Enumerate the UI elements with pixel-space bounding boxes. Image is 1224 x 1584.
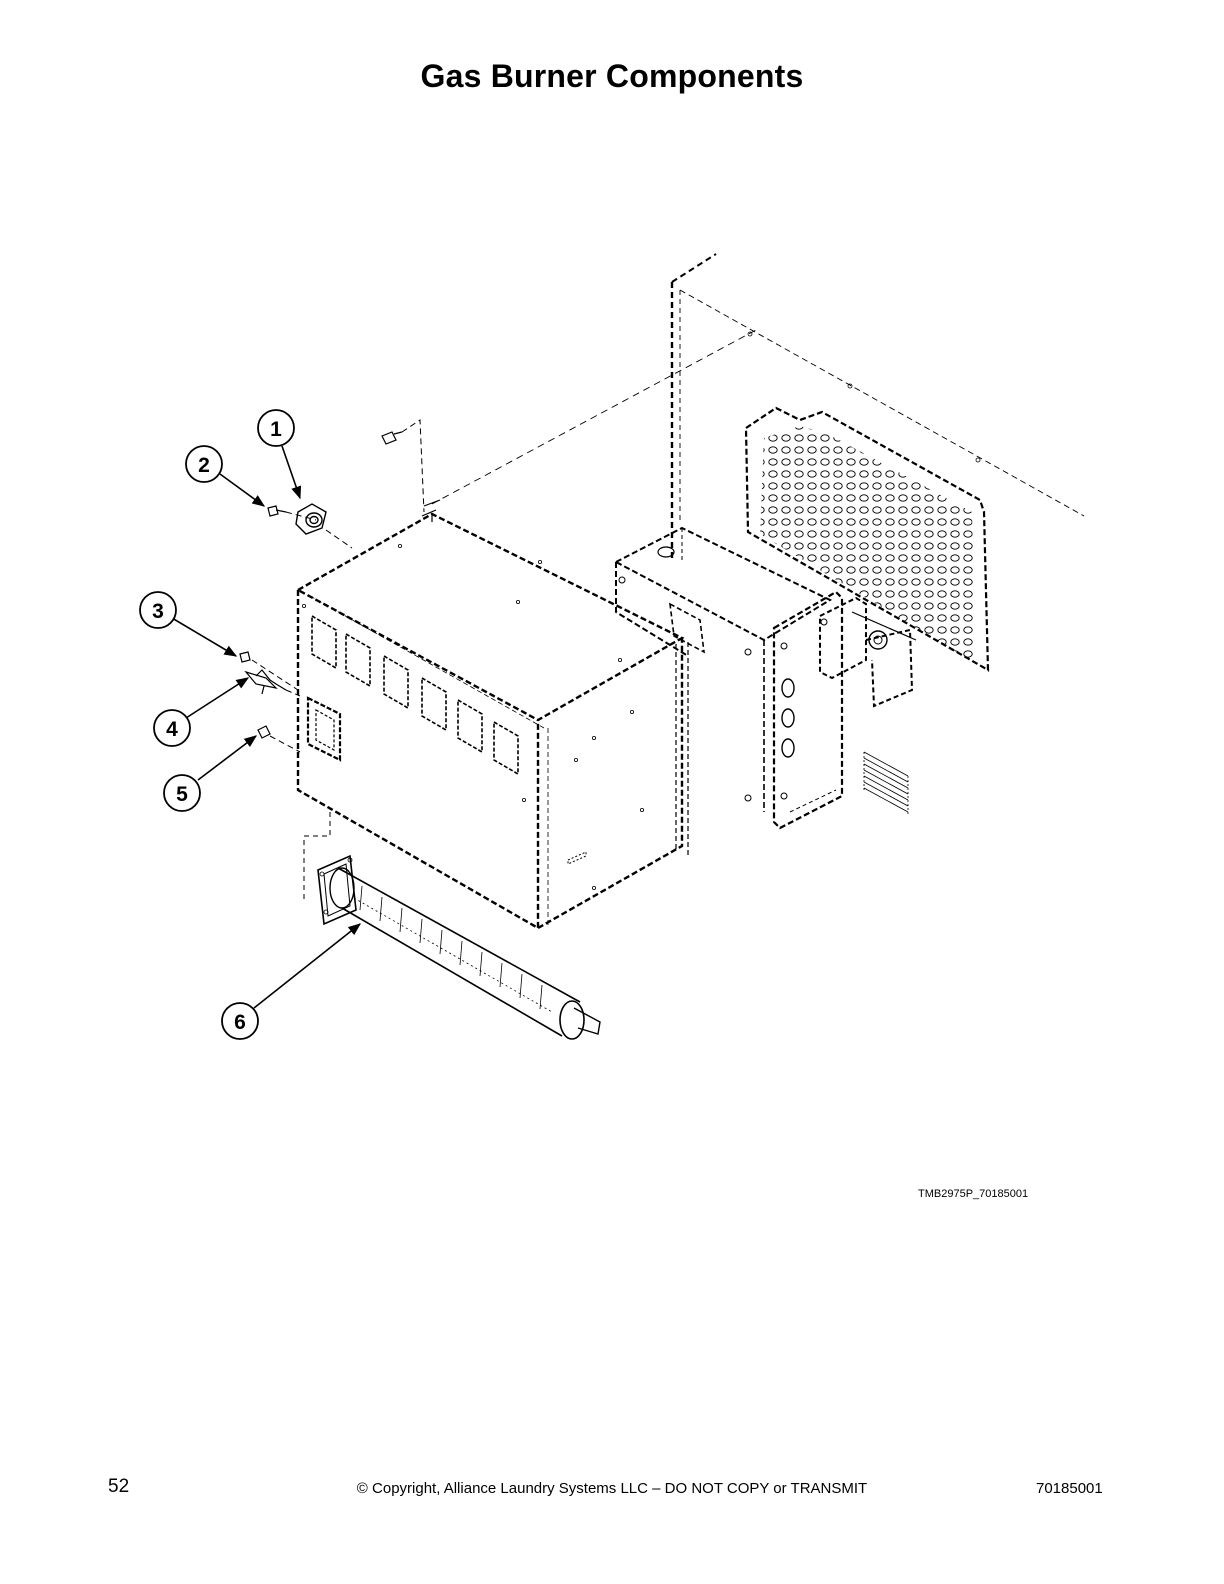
screw-part-2 <box>267 505 287 517</box>
copyright-notice: © Copyright, Alliance Laundry Systems LL… <box>356 1480 868 1497</box>
spark-ignitor-part-4 <box>244 669 287 695</box>
gas-valve-bracket <box>819 596 917 708</box>
burner-tube <box>317 854 601 1040</box>
cabinet-wall <box>431 253 1085 560</box>
vent-grille <box>863 751 909 814</box>
perforated-heat-shield <box>744 406 990 672</box>
page-number: 52 <box>108 1476 130 1497</box>
screw-part-5 <box>257 725 271 739</box>
flue-bracket <box>303 812 331 900</box>
bolt-upper <box>381 431 403 445</box>
callout-1: 1 <box>257 409 295 447</box>
callout-4: 4 <box>153 709 191 747</box>
burner-housing <box>613 526 833 812</box>
callout-5: 5 <box>163 774 201 812</box>
document-number: 70185001 <box>1036 1480 1103 1497</box>
svg-text:2: 2 <box>198 454 210 477</box>
callout-2: 2 <box>185 445 223 483</box>
alignment-lines <box>251 419 425 753</box>
svg-text:1: 1 <box>270 418 282 441</box>
svg-text:4: 4 <box>166 718 178 741</box>
leader-arrows <box>171 445 362 1009</box>
flame-sensor-part-1 <box>295 503 327 535</box>
screw-part-3 <box>239 651 251 663</box>
svg-text:5: 5 <box>176 783 188 806</box>
svg-text:6: 6 <box>234 1011 246 1034</box>
callout-3: 3 <box>139 591 177 629</box>
svg-text:3: 3 <box>152 600 164 623</box>
page-title: Gas Burner Components <box>420 58 804 94</box>
callout-6: 6 <box>221 1002 259 1040</box>
figure-id: TMB2975P_70185001 <box>918 1188 1029 1200</box>
combustion-chamber-box <box>295 499 689 931</box>
